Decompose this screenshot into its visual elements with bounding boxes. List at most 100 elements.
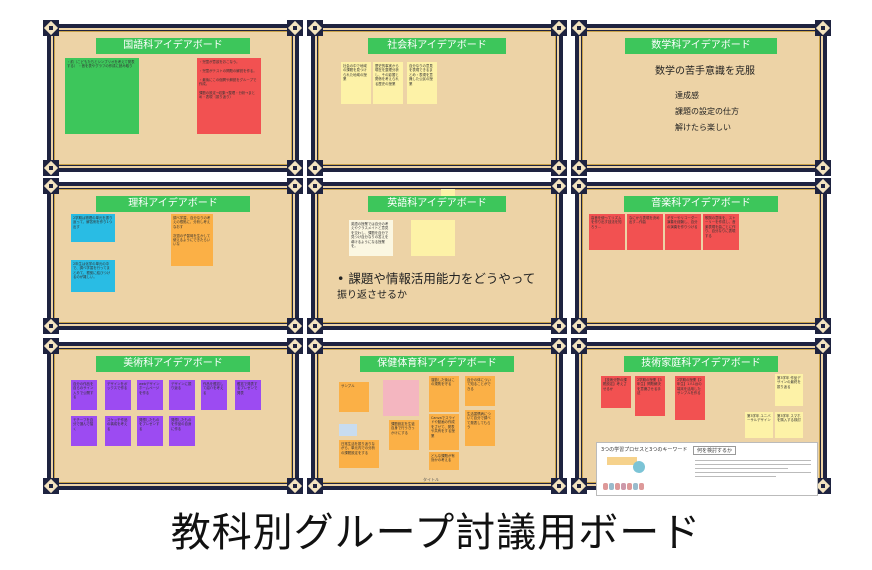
sticky-note[interactable]: ・前（こどもたちとシンブリオを考えて発表する） ・音を表やグラフの作成に読み取り xyxy=(65,58,139,134)
sticky-note[interactable]: 第3学年 作品デザインの最終を振り返る xyxy=(775,374,803,406)
board-title: 技術家庭科アイデアボード xyxy=(624,356,778,372)
corner-ornament xyxy=(815,478,831,494)
corner-ornament xyxy=(287,318,303,334)
board-science[interactable]: 理科アイデアボード 2学期は物理の単元を振り返って、解答例を作り1つ出す 調べ学… xyxy=(43,178,303,334)
board-art[interactable]: 美術科アイデアボード 自分の作品を自らのサイン入りで公開する デザインをボックス… xyxy=(43,338,303,494)
corner-ornament xyxy=(43,318,59,334)
sticky-note[interactable]: 自分なりの意見を表現できるまとめ・表現を意識した公民の授業 xyxy=(407,62,437,104)
sticky-note[interactable]: なにから表現を決め出す…作曲 xyxy=(627,214,663,250)
corner-ornament xyxy=(287,338,303,354)
sticky-note[interactable] xyxy=(411,220,455,256)
board-title: 音楽科アイデアボード xyxy=(624,196,778,212)
board-title: 理科アイデアボード xyxy=(96,196,250,212)
sticky-note[interactable]: 社会の中で地域の課題を見つけられた地域の授業 xyxy=(341,62,371,104)
board-title: 数学科アイデアボード xyxy=(625,38,777,54)
sticky-note[interactable]: 運動した後はこの規則を守る xyxy=(429,376,459,412)
board-social[interactable]: 社会科アイデアボード 社会の中で地域の課題を見つけられた地域の授業 歴史的事実か… xyxy=(307,20,567,176)
sticky-note[interactable]: 作品を鑑賞して紹介を考える xyxy=(201,380,227,410)
sticky-note[interactable]: 英語の授業では自分の考えやクラスメイトと意見を交わし、課題を自分で見つけ自分なり… xyxy=(349,220,393,256)
sticky-note[interactable]: webデザインホームページを作る xyxy=(137,380,163,410)
sticky-note[interactable]: 歌詞の意味を、ストーリーを作成し、音楽表現を曲ごとに作り、自分なりに表現する xyxy=(703,214,739,250)
sticky-note[interactable]: 高音を使ってリズムを作り出す技法を知ろう… xyxy=(589,214,625,250)
sticky-note[interactable]: 2年生は化学の単元の中で、調べ学習を行ってまとめて、根拠に結びつけるのが難しい。 xyxy=(71,260,115,292)
corner-ornament xyxy=(551,338,567,354)
sticky-note[interactable]: 発想したものをプレゼンする xyxy=(137,416,163,446)
board-english[interactable]: 英語科アイデアボード 英語の授業では自分の考えやクラスメイトと意見を交わし、課題… xyxy=(307,178,567,334)
sticky-note[interactable]: 歴史的事実から現在を整理分析し、その影響と関係を考えられる歴史の授業 xyxy=(373,62,403,104)
corner-ornament xyxy=(287,478,303,494)
corner-ornament xyxy=(571,20,587,36)
corner-ornament xyxy=(307,160,323,176)
corner-ornament xyxy=(43,338,59,354)
sticky-note[interactable] xyxy=(383,380,419,416)
board-title: 社会科アイデアボード xyxy=(368,38,506,54)
sticky-note[interactable]: ギターやリコーダー演奏を経験し、自分の演奏を作りつける xyxy=(665,214,701,250)
handwritten-note: 振り返させるか xyxy=(337,290,407,301)
sticky-note[interactable]: デザインに振り返る xyxy=(169,380,195,410)
sticky-note[interactable]: 調べ学習。自分なりの考えの根拠に、分析し考えなおす 次週の子習時を生かして使える… xyxy=(171,214,213,266)
text-line: 解けたら楽しい xyxy=(675,123,731,132)
board-title: 英語科アイデアボード xyxy=(368,196,506,212)
sticky-note[interactable] xyxy=(339,424,357,436)
sticky-note[interactable]: スケッチ作品の構成を考える xyxy=(105,416,131,446)
corner-ornament xyxy=(43,478,59,494)
corner-ornament xyxy=(551,318,567,334)
sticky-note[interactable]: 発想したものを作品の自身に作る xyxy=(169,416,195,446)
corner-ornament xyxy=(287,178,303,194)
sticky-note[interactable]: 2学期の授業【2年生】1人1台の端末を活用したサンプルを作る xyxy=(675,376,705,420)
corner-ornament xyxy=(815,178,831,194)
embedded-slide[interactable]: 3つの学習プロセスと3つのキーワード 何を検討するか xyxy=(596,442,818,496)
sticky-note[interactable]: 鑑賞で発表するプレゼンで発表 xyxy=(235,380,261,410)
corner-ornament xyxy=(307,338,323,354)
sticky-note[interactable]: ・児童が意欲をおこなう。 ・児童がテストの問題の解説を作る。 ・最後にこの個問や… xyxy=(197,58,261,134)
corner-ornament xyxy=(815,160,831,176)
sticky-note[interactable]: サンプル xyxy=(339,382,369,412)
sticky-note[interactable]: 第3学年 スマホを購入する検討 xyxy=(775,412,803,438)
board-title: 保健体育科アイデアボード xyxy=(360,356,514,372)
board-pe[interactable]: 保健体育科アイデアボード サンプル 運動した後はこの規則を守る 自分の体について… xyxy=(307,338,567,494)
sticky-note[interactable]: 生活習慣病について自分で調べて発表してもらう xyxy=(465,410,495,446)
slide-illustration xyxy=(603,457,673,490)
sticky-note[interactable]: どんな課題が有効かの考える xyxy=(429,452,459,470)
corner-ornament xyxy=(551,178,567,194)
board-japanese[interactable]: 国語科アイデアボード ・前（こどもたちとシンブリオを考えて発表する） ・音を表や… xyxy=(43,20,303,176)
corner-ornament xyxy=(287,160,303,176)
corner-ornament xyxy=(551,160,567,176)
corner-ornament xyxy=(43,178,59,194)
corner-ornament xyxy=(307,478,323,494)
text-line: 数学の苦手意識を克服 xyxy=(655,66,755,77)
corner-ornament xyxy=(571,338,587,354)
sticky-note[interactable]: デザインをボックスで作る xyxy=(105,380,131,410)
sticky-note[interactable]: 第3学年 ユニバーサルデザイン xyxy=(745,412,773,438)
corner-ornament xyxy=(571,318,587,334)
page-caption: 教科別グループ討議用ボード xyxy=(170,510,702,556)
corner-ornament xyxy=(287,20,303,36)
sticky-note[interactable]: 自分の体について知ることができる xyxy=(465,376,495,406)
sticky-note[interactable]: 【技術分野の課題設定】考えさせるか xyxy=(601,376,631,408)
corner-ornament xyxy=(815,20,831,36)
text-line: 課題の設定の仕方 xyxy=(675,107,739,116)
board-math[interactable]: 数学科アイデアボード 数学の苦手意識を克服 達成感 課題の設定の仕方 解けたら楽… xyxy=(571,20,831,176)
sticky-note[interactable]: 自分の作品を自らのサイン入りで公開する xyxy=(71,380,97,410)
slide-title: 3つの学習プロセスと3つのキーワード xyxy=(601,447,688,453)
sticky-note[interactable]: モチーフを自分で選んで描く xyxy=(71,416,97,446)
text-line: 達成感 xyxy=(675,91,699,100)
corner-ornament xyxy=(307,20,323,36)
slide-body-lines xyxy=(695,457,811,487)
sticky-note[interactable]: 2学期は物理の単元を振り返って、解答例を作り1つ出す xyxy=(71,214,115,242)
corner-ornament xyxy=(815,338,831,354)
sticky-note[interactable]: 課題設定を生徒自身で行うきっかけにする xyxy=(389,420,419,450)
board-footer-label: タイトル xyxy=(423,477,439,482)
sticky-note[interactable]: 日常生活を振り返りながら、単元内での分析の課題設定をする xyxy=(339,440,379,468)
corner-ornament xyxy=(43,20,59,36)
board-title: 美術科アイデアボード xyxy=(96,356,250,372)
corner-ornament xyxy=(815,318,831,334)
sticky-note[interactable]: Canvaでスライドや動画の作成をさせて、発表や共有をする授業 xyxy=(429,414,459,450)
board-music[interactable]: 音楽科アイデアボード 高音を使ってリズムを作り出す技法を知ろう… なにから表現を… xyxy=(571,178,831,334)
corner-ornament xyxy=(307,178,323,194)
corner-ornament xyxy=(551,478,567,494)
corner-ornament xyxy=(307,318,323,334)
corner-ornament xyxy=(571,160,587,176)
sticky-note[interactable]: 2学期の授業【3年生】問題解決を意識させる手法 xyxy=(635,376,665,416)
board-title: 国語科アイデアボード xyxy=(96,38,250,54)
